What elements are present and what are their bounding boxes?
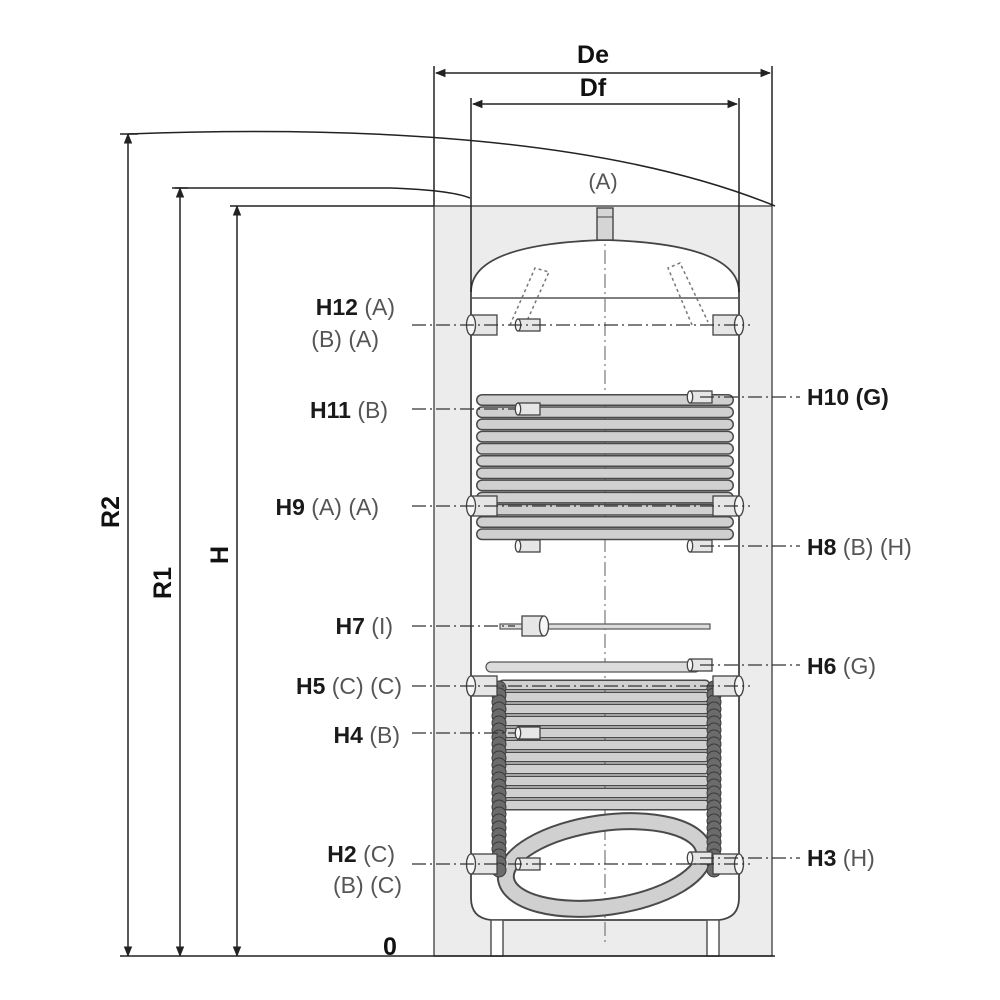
dim-h-label: H bbox=[206, 546, 234, 564]
dim-df-label: Df bbox=[580, 74, 607, 102]
dim-r1-label: R1 bbox=[149, 567, 177, 599]
leader-lines bbox=[412, 324, 800, 865]
separator-plates bbox=[485, 623, 711, 673]
nozzles bbox=[465, 314, 745, 875]
label-h11: H11 (B) bbox=[310, 397, 388, 423]
horizontal-dimension-lines bbox=[433, 66, 773, 292]
nozzle-end bbox=[686, 658, 694, 672]
label-h2-sub: (B) (C) bbox=[333, 872, 402, 898]
nozzle bbox=[514, 726, 541, 740]
internal-dip-tubes bbox=[509, 262, 709, 333]
dim-de-label: De bbox=[577, 41, 609, 69]
lower-coil bbox=[497, 679, 711, 811]
nozzle bbox=[514, 539, 541, 553]
label-h6: H6 (G) bbox=[807, 653, 876, 679]
upper-coil bbox=[476, 394, 734, 541]
nozzle-end bbox=[514, 402, 522, 416]
nozzle-end bbox=[686, 390, 694, 404]
vertical-dimension-lines bbox=[120, 132, 775, 958]
nozzle bbox=[521, 615, 550, 637]
top-fitting bbox=[596, 207, 614, 241]
top-connection-label: (A) bbox=[588, 169, 617, 194]
dim-zero-label: 0 bbox=[383, 933, 397, 961]
nozzle-end bbox=[514, 539, 522, 553]
label-h8: H8 (B) (H) bbox=[807, 534, 912, 560]
nozzle bbox=[514, 402, 541, 416]
nozzle-end bbox=[538, 615, 550, 637]
dim-r2-label: R2 bbox=[97, 496, 125, 528]
label-h3: H3 (H) bbox=[807, 845, 875, 871]
label-h7: H7 (I) bbox=[335, 613, 393, 639]
lower-ring-coil bbox=[496, 812, 714, 918]
label-h12: H12 (A) bbox=[316, 294, 395, 320]
nozzle-end bbox=[686, 851, 694, 865]
label-h10: H10 (G) bbox=[807, 384, 889, 410]
anode-rods bbox=[491, 680, 722, 878]
nozzle-end bbox=[686, 539, 694, 553]
nozzle-end bbox=[514, 726, 522, 740]
label-h5: H5 (C) (C) bbox=[296, 673, 402, 699]
label-h4: H4 (B) bbox=[334, 722, 400, 748]
tilt-arcs bbox=[127, 130, 776, 207]
label-h12-sub: (B) (A) bbox=[311, 326, 379, 352]
label-h2: H2 (C) bbox=[327, 841, 395, 867]
label-h9: H9 (A) (A) bbox=[275, 494, 379, 520]
